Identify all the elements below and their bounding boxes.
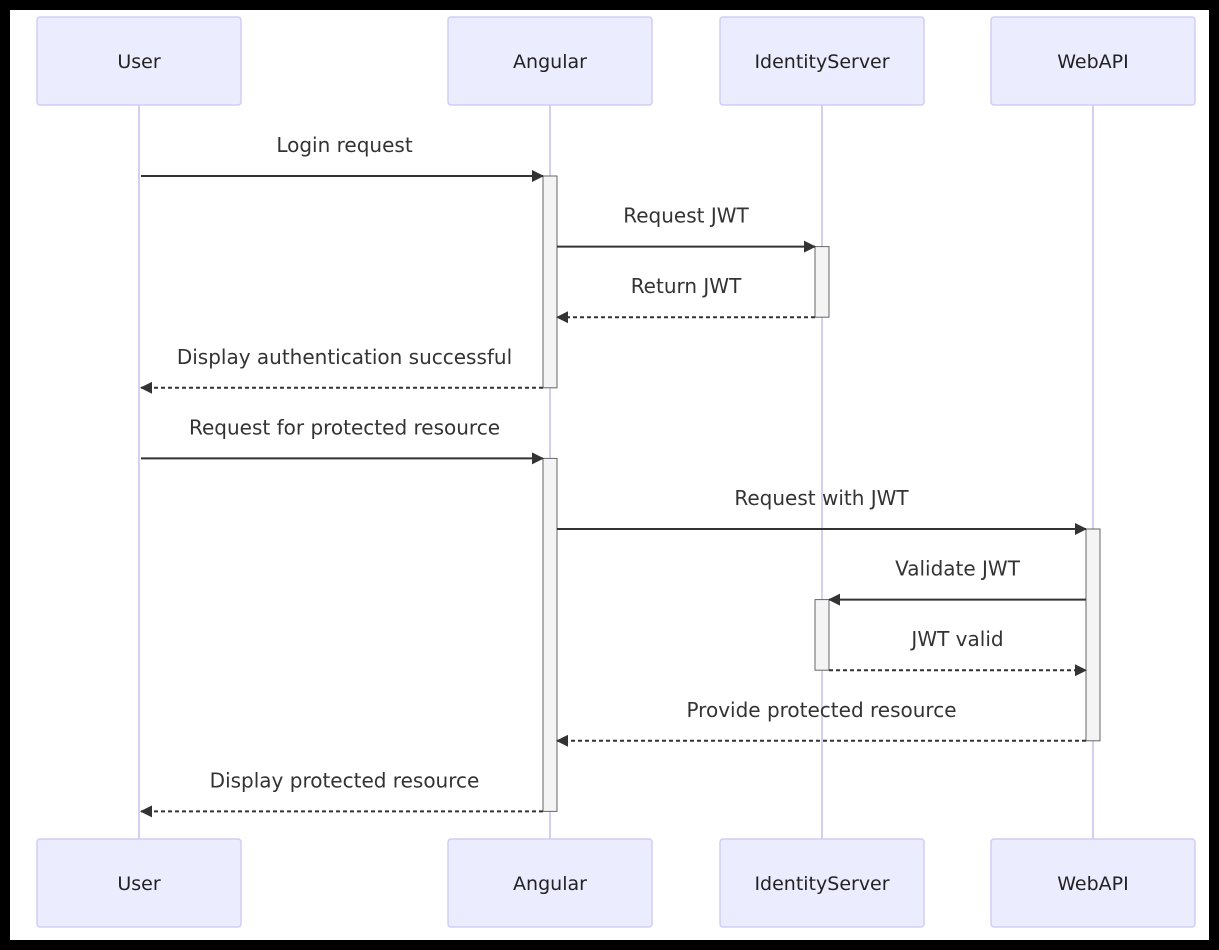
message-label: Display protected resource — [210, 768, 480, 792]
participant-box — [447, 16, 653, 106]
participant-user-top: User — [36, 16, 242, 106]
message-8: JWT valid — [829, 627, 1087, 677]
message-1: Login request — [141, 133, 544, 182]
message-10: Display protected resource — [140, 768, 543, 818]
activation-bar-identity — [814, 599, 830, 671]
message-7: Validate JWT — [828, 557, 1086, 606]
message-label: Login request — [276, 133, 412, 157]
activation-bar-angular — [542, 175, 558, 389]
participant-identity-top: IdentityServer — [719, 16, 925, 106]
message-label: Provide protected resource — [686, 698, 956, 722]
participant-box — [719, 16, 925, 106]
message-label: Return JWT — [631, 274, 742, 298]
participant-box — [447, 838, 653, 928]
message-label: Display authentication successful — [177, 345, 512, 369]
participant-identity-bottom: IdentityServer — [719, 838, 925, 928]
activation-bar-webapi — [1085, 528, 1101, 742]
message-label: Validate JWT — [895, 557, 1021, 581]
participant-angular-top: Angular — [447, 16, 653, 106]
participant-label: WebAPI — [1057, 51, 1128, 73]
participant-box — [719, 838, 925, 928]
participant-label: Angular — [513, 873, 587, 895]
message-label: Request JWT — [623, 204, 749, 228]
message-2: Request JWT — [557, 204, 816, 253]
participant-label: User — [117, 873, 160, 895]
activation-bar-identity — [814, 246, 830, 318]
participant-label: User — [117, 51, 160, 73]
message-label: JWT valid — [909, 627, 1003, 651]
participant-webapi-top: WebAPI — [990, 16, 1196, 106]
participant-label: Angular — [513, 51, 587, 73]
message-3: Return JWT — [556, 274, 815, 324]
participant-box — [990, 838, 1196, 928]
participant-box — [990, 16, 1196, 106]
participant-label: IdentityServer — [754, 873, 889, 895]
activation-bars — [542, 175, 1101, 812]
message-5: Request for protected resource — [141, 415, 544, 465]
message-6: Request with JWT — [557, 486, 1087, 535]
participant-webapi-bottom: WebAPI — [990, 838, 1196, 928]
lifelines — [138, 105, 1094, 839]
participant-label: WebAPI — [1057, 873, 1128, 895]
message-label: Request with JWT — [734, 486, 909, 510]
participant-angular-bottom: Angular — [447, 838, 653, 928]
participant-box — [36, 838, 242, 928]
message-9: Provide protected resource — [556, 698, 1086, 747]
activation-bar-angular — [542, 457, 558, 812]
message-4: Display authentication successful — [140, 345, 543, 394]
participant-box — [36, 16, 242, 106]
participant-user-bottom: User — [36, 838, 242, 928]
message-label: Request for protected resource — [189, 415, 500, 439]
participant-label: IdentityServer — [754, 51, 889, 73]
